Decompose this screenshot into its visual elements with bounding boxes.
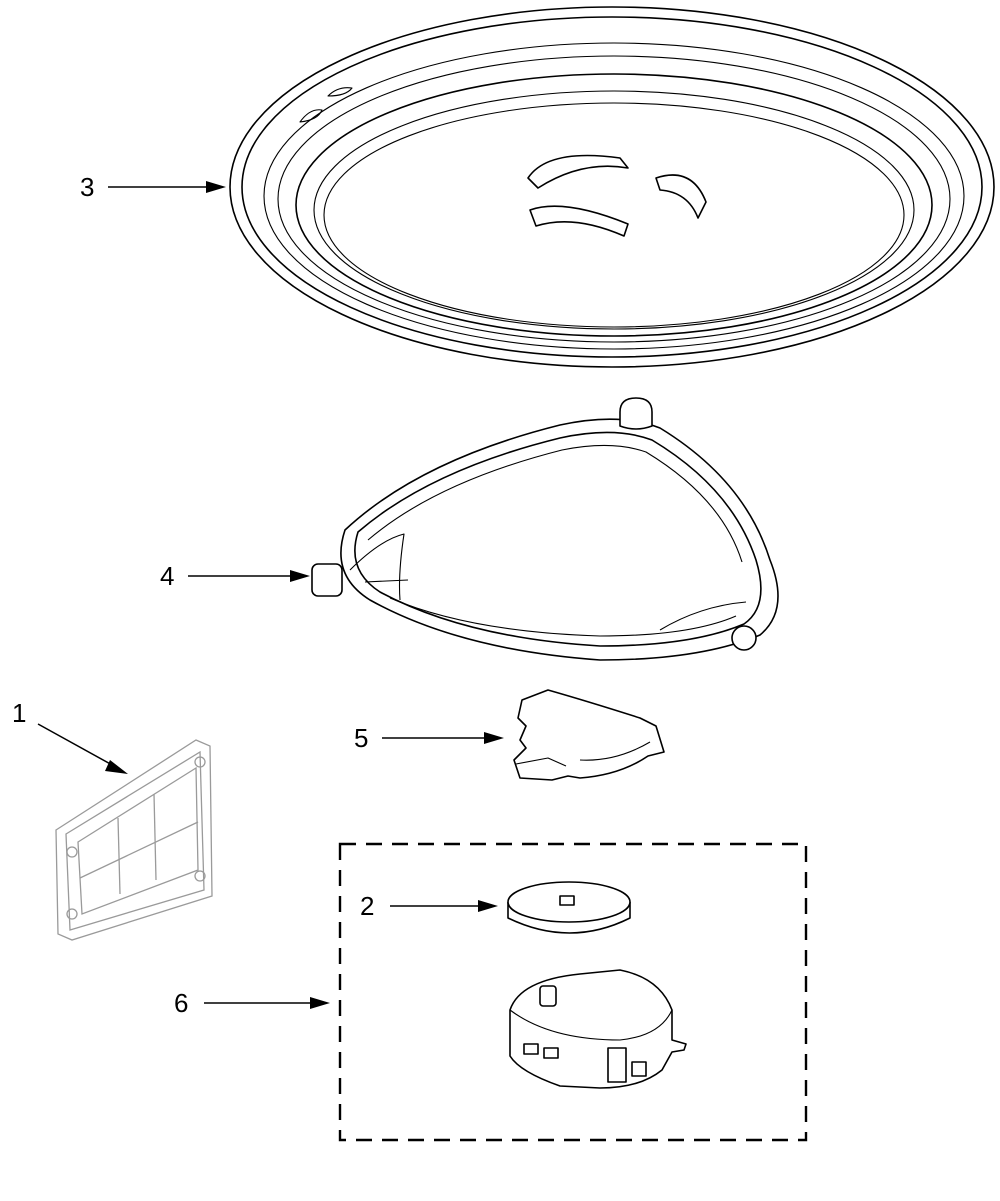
glass-tray: [229, 6, 995, 368]
callout-6: 6: [174, 988, 188, 1018]
waveguide-cover: [55, 739, 213, 941]
turntable-motor: [509, 969, 687, 1089]
callout-arrows: [37, 181, 504, 1009]
callout-3: 3: [80, 172, 94, 202]
callout-2: 2: [360, 891, 374, 921]
callout-5: 5: [354, 723, 368, 753]
coupling-disc: [507, 881, 631, 934]
kit-box: [338, 842, 808, 1142]
roller-ring: [311, 397, 779, 661]
callout-1: 1: [12, 698, 26, 728]
coupler: [513, 689, 665, 781]
callout-4: 4: [160, 561, 174, 591]
